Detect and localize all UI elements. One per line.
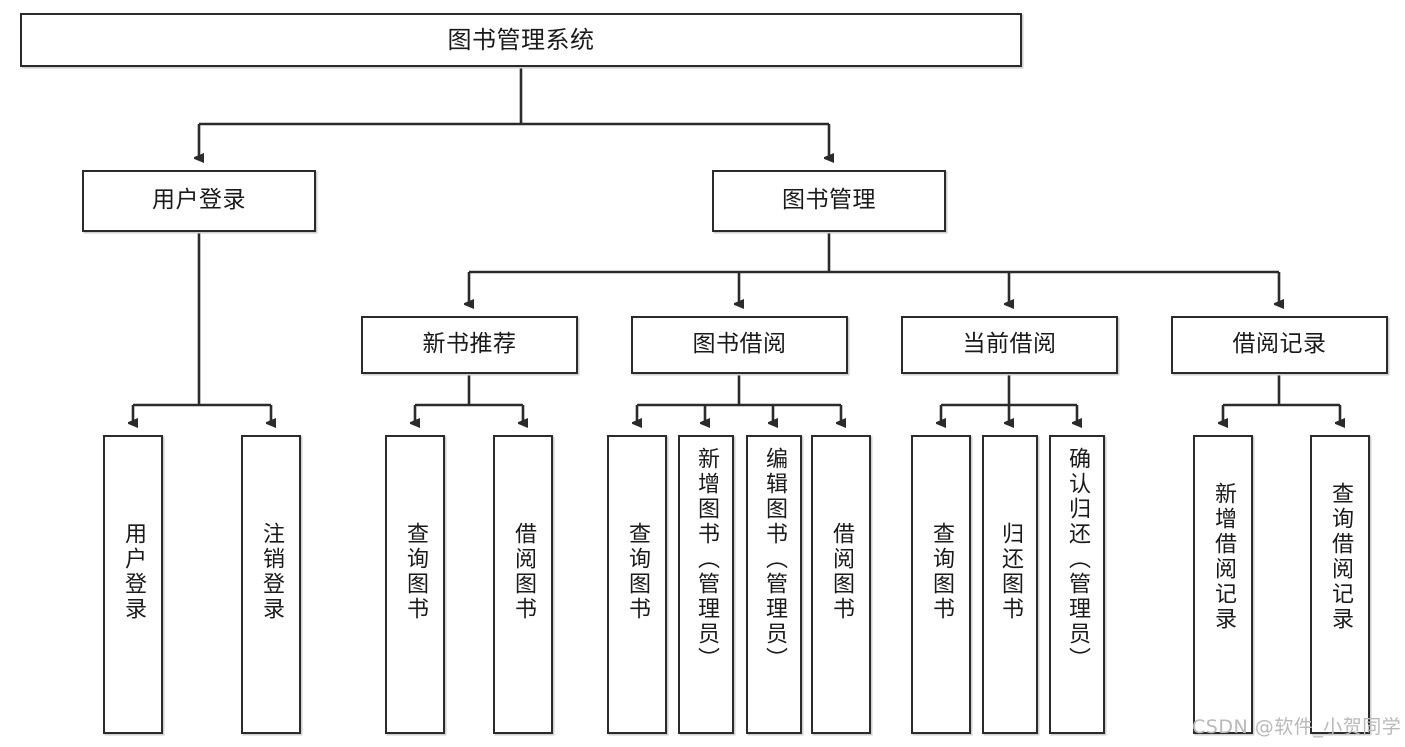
node-label: 借阅图书	[511, 522, 536, 622]
node-label: 注销登录	[259, 522, 284, 622]
node-label: 新增借阅记录	[1211, 482, 1236, 632]
node-leaf-query-book-borrow[interactable]: 查询图书	[607, 435, 667, 734]
node-book-borrowing[interactable]: 图书借阅	[631, 316, 848, 374]
node-label: 借阅记录	[1232, 331, 1327, 358]
node-label: 归还图书	[998, 522, 1023, 622]
node-leaf-query-book-recommend[interactable]: 查询图书	[385, 435, 445, 734]
node-label: 当前借阅	[962, 331, 1057, 358]
node-label: 图书管理	[782, 187, 876, 214]
node-leaf-query-borrow-record[interactable]: 查询借阅记录	[1310, 435, 1370, 734]
node-borrowing-record[interactable]: 借阅记录	[1171, 316, 1388, 374]
node-label: 新书推荐	[422, 331, 517, 358]
node-leaf-add-borrow-record[interactable]: 新增借阅记录	[1193, 435, 1253, 734]
node-label: 查询图书	[403, 522, 428, 622]
node-leaf-return-book[interactable]: 归还图书	[982, 435, 1038, 734]
node-label: 新增图书（管理员）	[694, 447, 719, 672]
node-label: 图书借阅	[692, 331, 787, 358]
node-label: 编辑图书（管理员）	[762, 447, 787, 672]
node-book-management[interactable]: 图书管理	[712, 170, 946, 232]
node-leaf-borrow-book-recommend[interactable]: 借阅图书	[493, 435, 553, 734]
node-label: 查询图书	[929, 522, 954, 622]
node-new-book-recommendation[interactable]: 新书推荐	[361, 316, 578, 374]
node-leaf-borrow-book[interactable]: 借阅图书	[811, 435, 871, 734]
node-root-book-management-system[interactable]: 图书管理系统	[20, 13, 1022, 67]
node-label: 查询图书	[625, 522, 650, 622]
node-label: 借阅图书	[829, 522, 854, 622]
node-current-borrowing[interactable]: 当前借阅	[901, 316, 1118, 374]
node-leaf-confirm-return-admin[interactable]: 确认归还（管理员）	[1049, 435, 1105, 734]
node-leaf-logout[interactable]: 注销登录	[241, 435, 301, 734]
node-leaf-user-login[interactable]: 用户登录	[103, 435, 163, 734]
node-label: 查询借阅记录	[1328, 482, 1353, 632]
csdn-watermark: CSDN @软件_小贺同学	[1192, 716, 1402, 738]
node-label: 用户登录	[152, 187, 246, 214]
node-leaf-edit-book-admin[interactable]: 编辑图书（管理员）	[746, 435, 802, 734]
node-user-login[interactable]: 用户登录	[82, 170, 316, 232]
node-label: 图书管理系统	[447, 25, 595, 54]
node-leaf-query-book-current[interactable]: 查询图书	[911, 435, 971, 734]
node-label: 用户登录	[121, 522, 146, 622]
node-label: 确认归还（管理员）	[1065, 447, 1090, 672]
node-leaf-add-book-admin[interactable]: 新增图书（管理员）	[678, 435, 734, 734]
